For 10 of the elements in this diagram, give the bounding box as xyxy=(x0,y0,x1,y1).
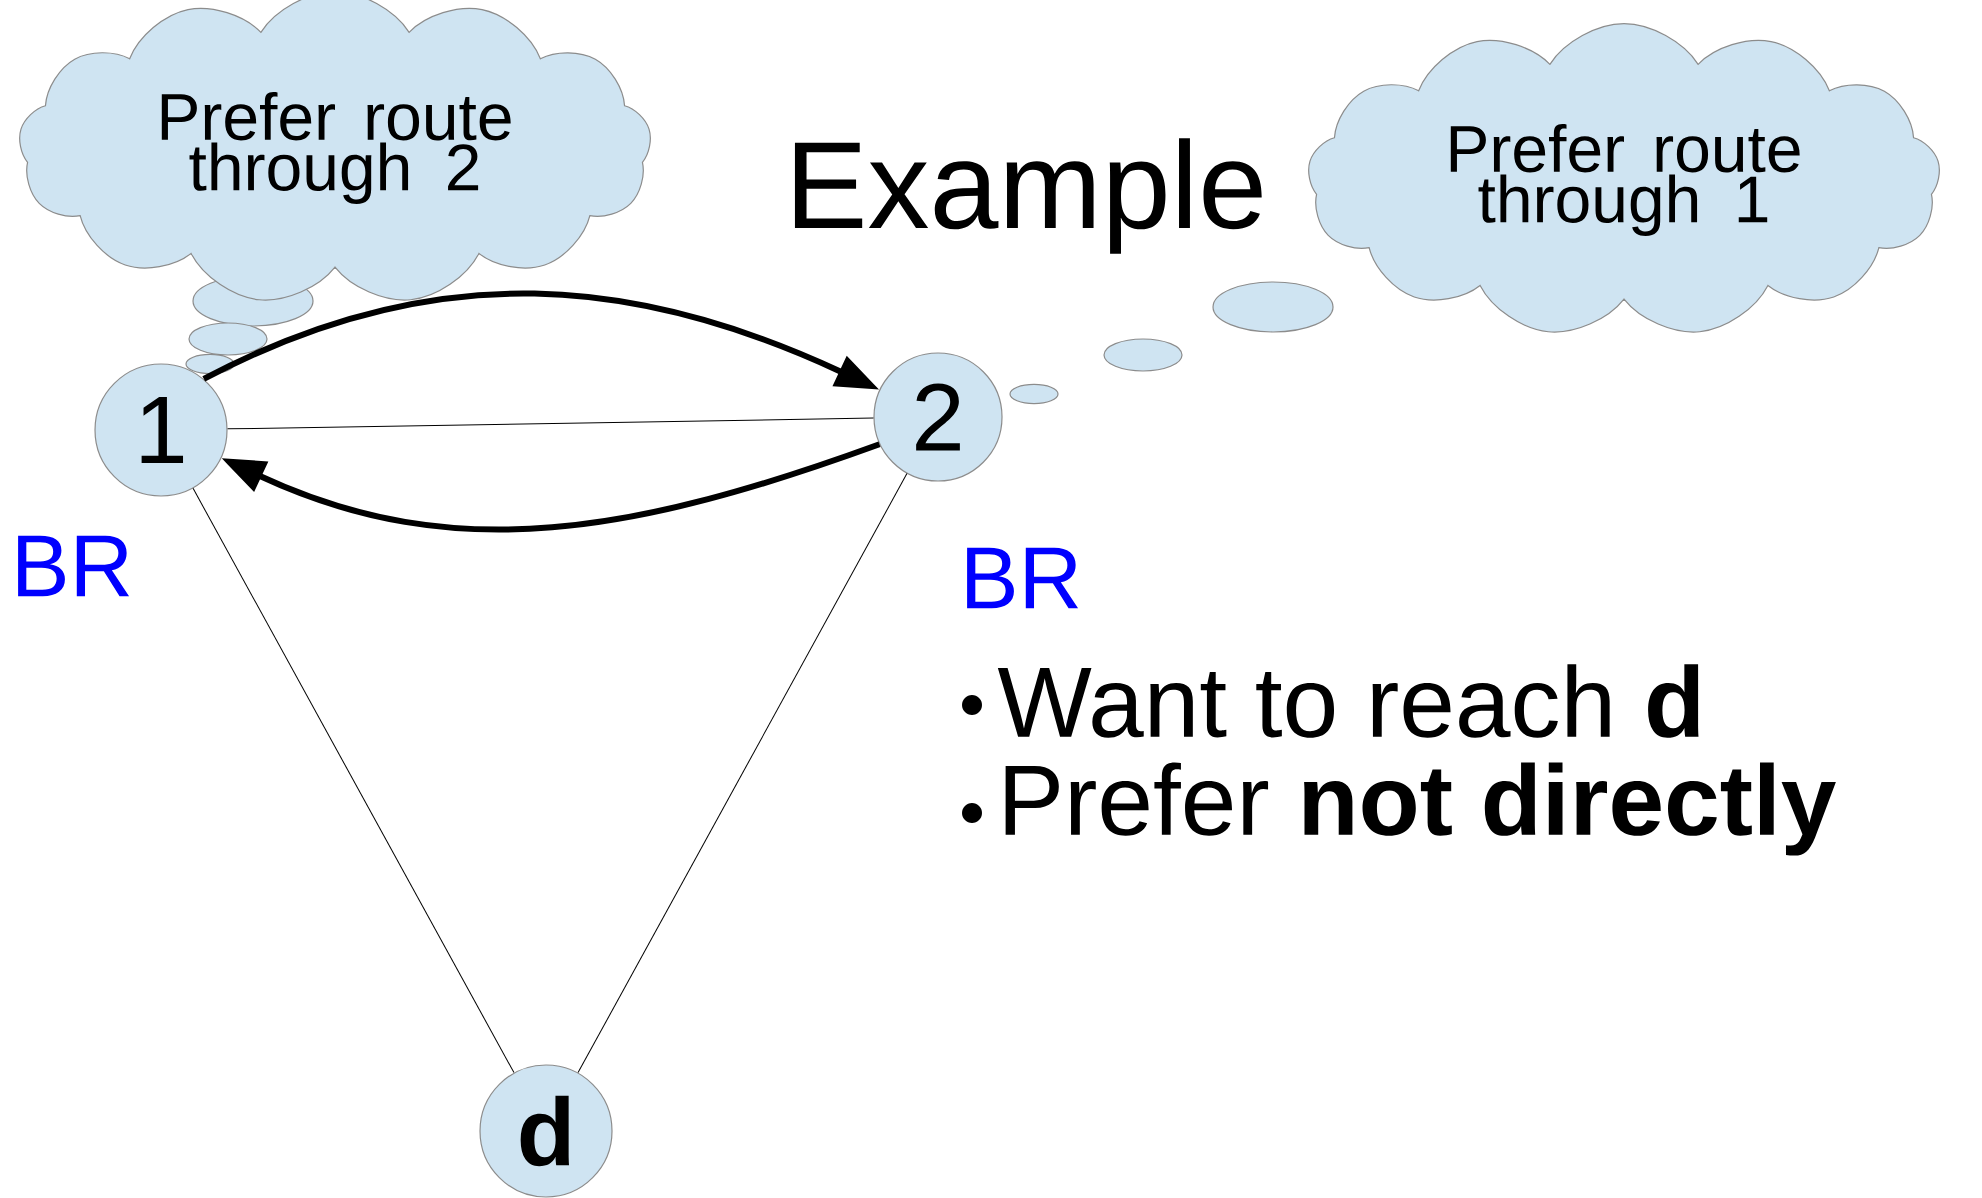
beside-label: BR xyxy=(967,547,1079,609)
link-line xyxy=(192,487,515,1074)
thought-cloud: Prefer route through 2 xyxy=(19,0,651,301)
bullet-item: Want to reach d xyxy=(962,664,1699,738)
bullet-item: Prefer not directly xyxy=(962,762,1836,856)
beside-label: BR xyxy=(18,535,130,597)
link-line xyxy=(227,417,874,430)
title: Example xyxy=(794,138,1262,254)
link-line xyxy=(577,473,908,1074)
thought-cloud: Prefer route through 1 xyxy=(1308,23,1940,333)
